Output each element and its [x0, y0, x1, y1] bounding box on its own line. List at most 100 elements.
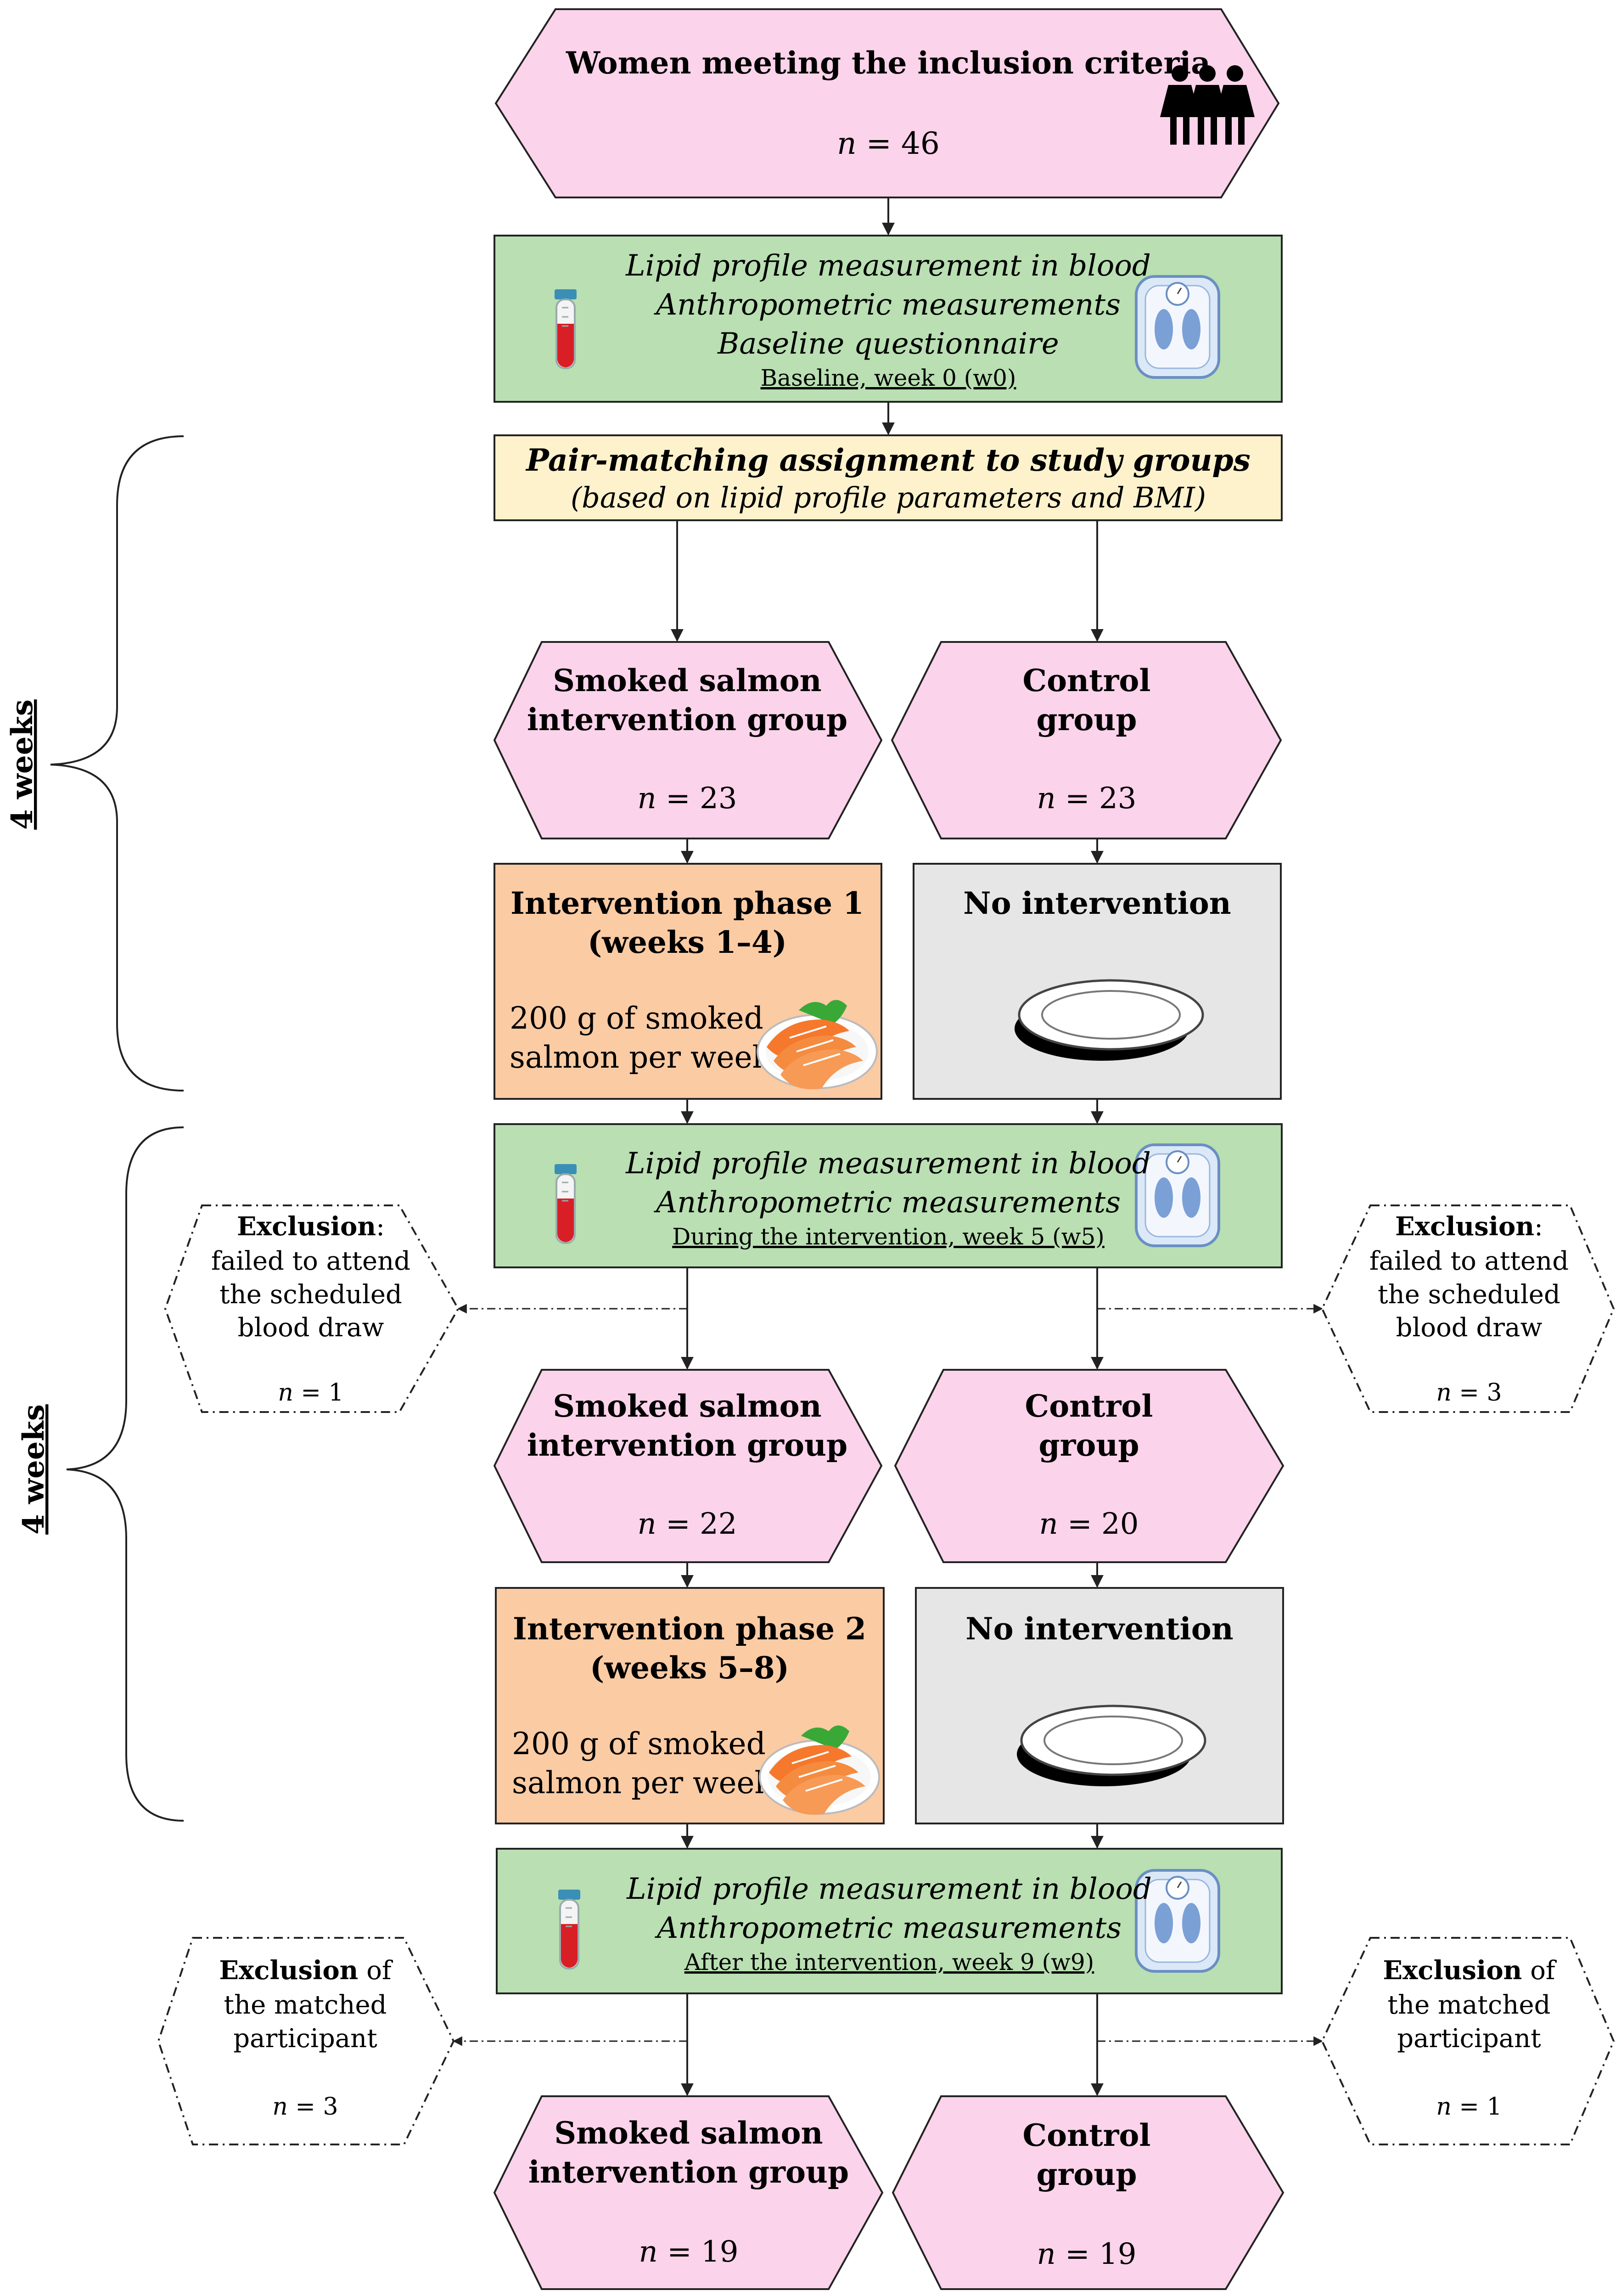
- no-intervention-box-1: No intervention: [913, 863, 1282, 1100]
- control-group-2-line-2: group: [1038, 1427, 1139, 1463]
- intervention-2-title-1: Intervention phase 2: [513, 1611, 866, 1647]
- baseline-line-1: Lipid profile measurement in blood: [625, 249, 1151, 283]
- exclusion-1-left-head: Exclusion: [237, 1211, 376, 1242]
- exclusion-1-right-n-value: = 3: [1459, 1379, 1502, 1407]
- exclusion-1-left-line-3: blood draw: [238, 1313, 384, 1343]
- no-intervention-2-label: No intervention: [965, 1611, 1234, 1647]
- exclusion-1-right-line-1: failed to attend: [1369, 1246, 1569, 1276]
- control-group-1-n-label: n: [1037, 782, 1056, 816]
- intervention-phase-2-box: Intervention phase 2 (weeks 5–8) 200 g o…: [495, 1587, 885, 1824]
- exclusion-2-left-line-1: the matched: [224, 1990, 387, 2020]
- salmon-group-1-n-value: = 23: [666, 782, 737, 816]
- salmon-group-stage-2: Smoked salmon intervention group n = 22: [493, 1369, 883, 1563]
- salmon-group-1-n-label: n: [638, 782, 656, 816]
- start-title: Women meeting the inclusion criteria: [566, 45, 1211, 81]
- exclusion-2-left-head: Exclusion: [219, 1955, 358, 1986]
- no-intervention-1-label: No intervention: [963, 885, 1231, 921]
- control-group-stage-2: Control group n = 20: [894, 1369, 1284, 1563]
- intervention-1-desc-2: salmon per week: [510, 1040, 771, 1075]
- svg-text:n = 22: n = 22: [638, 1507, 737, 1541]
- baseline-caption: Baseline, week 0 (w0): [761, 365, 1016, 391]
- intervention-1-title-1: Intervention phase 1: [510, 885, 864, 921]
- period-label-1: 4 weeks: [5, 699, 39, 830]
- intervention-2-title-2: (weeks 5–8): [590, 1650, 789, 1686]
- control-group-1-line-2: group: [1036, 702, 1137, 737]
- period-label-2: 4 weeks: [17, 1404, 51, 1535]
- exclusion-1-right-head: Exclusion: [1395, 1211, 1534, 1242]
- final-measure-line-1: Lipid profile measurement in blood: [626, 1872, 1152, 1906]
- intervention-2-desc-1: 200 g of smoked: [512, 1726, 766, 1761]
- exclusion-2-left-head-suffix: of: [358, 1956, 393, 1986]
- exclusion-2-right-line-2: participant: [1397, 2024, 1541, 2054]
- exclusion-1-right-line-2: the scheduled: [1378, 1280, 1560, 1310]
- start-node: Women meeting the inclusion criteria n =…: [494, 8, 1280, 198]
- svg-text:n = 23: n = 23: [1037, 782, 1137, 816]
- exclusion-1-left-line-2: the scheduled: [219, 1280, 402, 1310]
- exclusion-box-1-left: Exclusion: failed to attend the schedule…: [164, 1204, 460, 1413]
- start-n-label: n: [837, 126, 857, 161]
- baseline-measurement-box: Lipid profile measurement in blood Anthr…: [494, 235, 1283, 403]
- salmon-group-1-line-2: intervention group: [527, 702, 847, 737]
- exclusion-1-right-line-3: blood draw: [1396, 1313, 1542, 1343]
- control-group-2-line-1: Control: [1025, 1388, 1153, 1424]
- svg-text:n = 19: n = 19: [1037, 2237, 1137, 2271]
- exclusion-box-2-left: Exclusion of the matched participant n =…: [157, 1937, 455, 2145]
- intervention-1-title-2: (weeks 1–4): [588, 924, 787, 960]
- baseline-line-2: Anthropometric measurements: [654, 288, 1121, 322]
- exclusion-1-left-head-suffix: :: [376, 1212, 385, 1242]
- exclusion-1-right-n-label: n: [1436, 1379, 1452, 1407]
- svg-text:n = 3: n = 3: [1436, 1379, 1502, 1407]
- final-measure-caption: After the intervention, week 9 (w9): [684, 1949, 1094, 1975]
- period-brace-1: 4 weeks: [5, 435, 184, 1092]
- intervention-phase-1-box: Intervention phase 1 (weeks 1–4) 200 g o…: [494, 863, 882, 1100]
- svg-text:Exclusion:: Exclusion:: [1395, 1211, 1543, 1242]
- exclusion-2-right-head-suffix: of: [1522, 1956, 1557, 1986]
- control-group-2-n-value: = 20: [1067, 1507, 1139, 1541]
- salmon-group-2-line-2: intervention group: [527, 1427, 847, 1463]
- exclusion-2-left-n-value: = 3: [295, 2093, 338, 2121]
- mid-measure-line-1: Lipid profile measurement in blood: [625, 1147, 1151, 1181]
- salmon-group-stage-3: Smoked salmon intervention group n = 19: [493, 2095, 884, 2290]
- control-group-2-n-label: n: [1039, 1507, 1058, 1541]
- svg-text:n = 46: n = 46: [837, 126, 940, 161]
- control-group-3-n-value: = 19: [1065, 2237, 1136, 2271]
- exclusion-2-left-line-2: participant: [233, 2024, 377, 2054]
- final-measurement-box: Lipid profile measurement in blood Anthr…: [496, 1848, 1283, 1994]
- assignment-line-1: Pair-matching assignment to study groups: [525, 442, 1251, 478]
- mid-measurement-box: Lipid profile measurement in blood Anthr…: [494, 1123, 1283, 1268]
- svg-text:n = 20: n = 20: [1039, 1507, 1139, 1541]
- mid-measure-caption: During the intervention, week 5 (w5): [672, 1223, 1105, 1250]
- exclusion-box-2-right: Exclusion of the matched participant n =…: [1321, 1937, 1615, 2145]
- exclusion-2-right-n-value: = 1: [1459, 2093, 1502, 2121]
- control-group-3-line-1: Control: [1023, 2117, 1151, 2153]
- exclusion-2-right-n-label: n: [1436, 2093, 1452, 2121]
- start-n-value: = 46: [866, 126, 940, 161]
- control-group-3-n-label: n: [1037, 2237, 1056, 2271]
- svg-text:n = 1: n = 1: [278, 1379, 343, 1407]
- intervention-1-desc-1: 200 g of smoked: [510, 1001, 763, 1036]
- no-intervention-box-2: No intervention: [915, 1587, 1284, 1824]
- exclusion-1-left-n-label: n: [278, 1379, 293, 1407]
- control-group-stage-1: Control group n = 23: [891, 641, 1282, 839]
- exclusion-2-left-n-label: n: [272, 2093, 288, 2121]
- salmon-group-2-n-value: = 22: [666, 1507, 737, 1541]
- control-group-1-line-1: Control: [1023, 663, 1151, 698]
- exclusion-2-right-head: Exclusion: [1383, 1955, 1522, 1986]
- exclusion-1-left-n-value: = 1: [301, 1379, 343, 1407]
- mid-measure-line-2: Anthropometric measurements: [654, 1186, 1121, 1220]
- exclusion-2-right-line-1: the matched: [1388, 1990, 1551, 2020]
- control-group-stage-3: Control group n = 19: [892, 2095, 1284, 2290]
- control-group-1-n-value: = 23: [1065, 782, 1136, 816]
- svg-text:n = 19: n = 19: [639, 2235, 739, 2269]
- svg-text:Exclusion of: Exclusion of: [219, 1955, 393, 1986]
- intervention-2-desc-2: salmon per week: [512, 1765, 774, 1801]
- assignment-box: Pair-matching assignment to study groups…: [494, 434, 1283, 521]
- control-group-3-line-2: group: [1036, 2156, 1137, 2192]
- salmon-group-3-line-2: intervention group: [528, 2154, 849, 2190]
- svg-text:n = 1: n = 1: [1436, 2093, 1502, 2121]
- salmon-group-3-n-label: n: [639, 2235, 658, 2269]
- period-brace-2: 4 weeks: [17, 1126, 184, 1822]
- svg-text:n = 23: n = 23: [638, 782, 737, 816]
- svg-text:n = 3: n = 3: [272, 2093, 338, 2121]
